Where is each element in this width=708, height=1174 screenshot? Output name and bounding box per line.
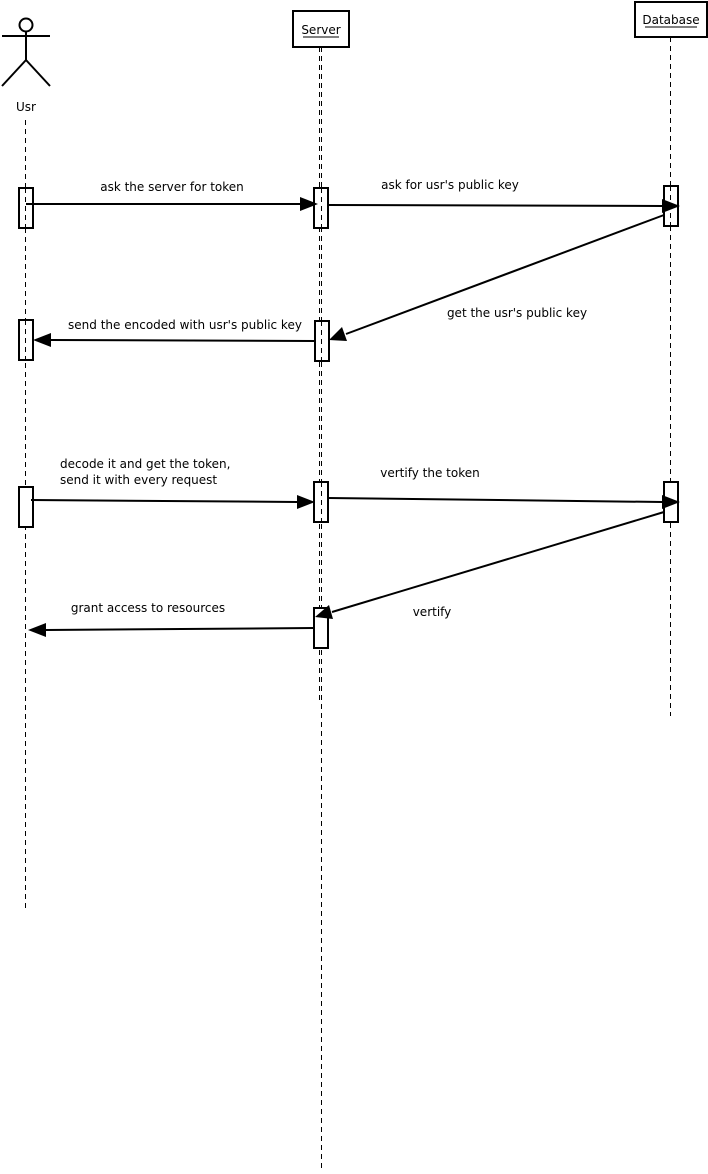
message-1[interactable]: ask the server for token — [26, 180, 318, 211]
arrowhead — [28, 623, 46, 637]
message-label: send the encoded with usr's public key — [68, 318, 302, 332]
arrowhead — [297, 495, 315, 509]
message-label: ask the server for token — [100, 180, 244, 194]
message-label: get the usr's public key — [447, 306, 587, 320]
message-arrow-line — [50, 339, 316, 342]
arrowhead — [300, 197, 318, 211]
message-arrow-line — [327, 204, 663, 207]
arrowhead — [329, 327, 347, 341]
participant-database[interactable]: Database — [634, 1, 708, 38]
message-3[interactable]: get the usr's public key — [329, 214, 665, 341]
message-2[interactable]: ask for usr's public key — [327, 178, 680, 213]
message-arrow-line — [327, 497, 663, 503]
activation-bar — [18, 486, 34, 528]
arrowhead — [662, 199, 680, 213]
database-label: Database — [642, 13, 699, 27]
message-label: send it with every request — [60, 473, 217, 487]
message-label: vertify — [413, 605, 452, 619]
message-label: ask for usr's public key — [381, 178, 519, 192]
actor-usr[interactable]: Usr — [1, 17, 51, 115]
message-label: grant access to resources — [71, 601, 225, 615]
message-6[interactable]: vertify the token — [327, 466, 680, 509]
arrowhead — [662, 495, 680, 509]
actor-usr-label: Usr — [16, 100, 36, 114]
actor-left-leg — [1, 59, 27, 87]
activations — [18, 185, 679, 649]
message-5[interactable]: decode it and get the token, send it wit… — [30, 457, 315, 509]
message-arrow-line — [345, 214, 665, 335]
arrowhead — [33, 333, 51, 347]
actor-right-leg — [25, 59, 51, 87]
message-arrow-line — [30, 499, 298, 503]
message-label: vertify the token — [380, 466, 479, 480]
message-arrow-line — [331, 511, 665, 613]
message-7[interactable]: vertify — [315, 511, 665, 619]
message-label: decode it and get the token, — [60, 457, 230, 471]
actor-head — [18, 17, 34, 33]
message-arrow-line — [45, 627, 315, 631]
server-label: Server — [301, 23, 340, 37]
database-box — [634, 1, 708, 38]
lifeline-overlays — [25, 186, 671, 522]
message-4[interactable]: send the encoded with usr's public key — [33, 318, 316, 347]
participant-server[interactable]: Server — [292, 10, 350, 48]
message-8[interactable]: grant access to resources — [28, 601, 315, 637]
arrowhead — [315, 605, 333, 619]
server-box — [292, 10, 350, 48]
